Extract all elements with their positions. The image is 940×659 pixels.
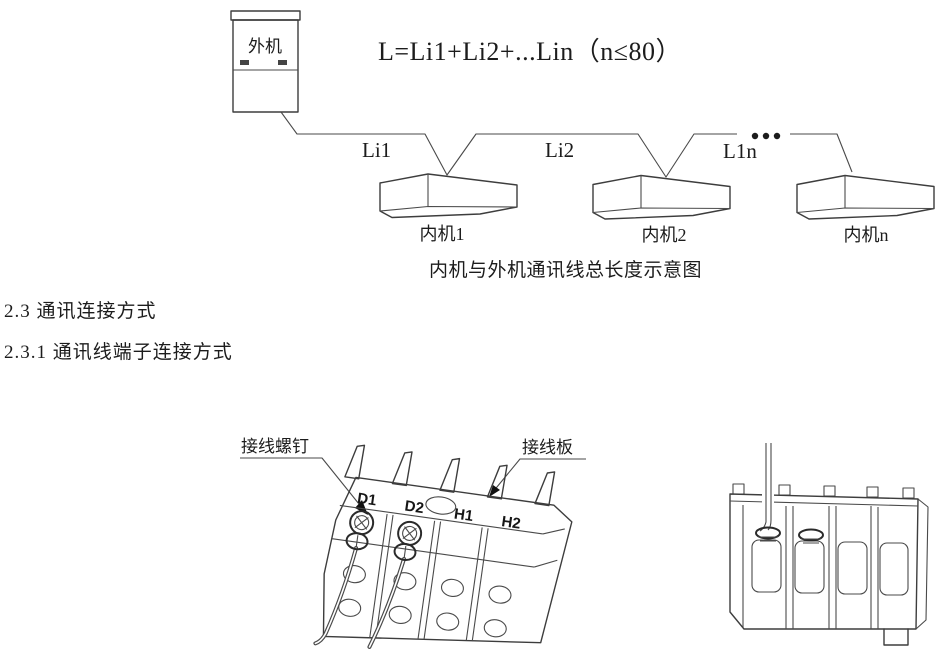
segment-label-li2: Li2: [545, 138, 574, 162]
divider-fins: [344, 444, 556, 507]
total-length-formula: L=Li1+Li2+...Lin（n≤80）: [378, 37, 682, 66]
section-heading: 2.3 通讯连接方式: [4, 301, 157, 322]
screw-callout-label: 接线螺钉: [241, 437, 309, 456]
incoming-wire: [759, 443, 774, 532]
terminal-holes: [338, 565, 512, 638]
wiring-screws: [345, 510, 423, 562]
indoor-unit-n-drawing: [796, 174, 935, 220]
vent-slot: [240, 60, 249, 65]
indoor-unit-2-label: 内机2: [642, 225, 687, 245]
wiring-screws: [755, 526, 824, 544]
terminal-label-d2: D2: [404, 498, 425, 518]
board-callout-leader: [489, 458, 586, 497]
indoor-unit-2-drawing: [592, 174, 731, 220]
arrowhead-icon: [489, 485, 500, 497]
segment-label-l1n: L1n: [723, 139, 757, 163]
communication-wire: [280, 111, 853, 178]
terminal-block-iso-drawing: D1 D2 H1 H2: [313, 444, 573, 649]
segment-label-li1: Li1: [362, 138, 391, 162]
mounting-foot: [883, 628, 909, 646]
partition-walls: [369, 514, 489, 642]
figure-caption: 内机与外机通讯线总长度示意图: [429, 260, 703, 281]
divider-tabs: [732, 483, 915, 499]
outdoor-unit-label: 外机: [248, 37, 282, 56]
terminal-label-d1: D1: [356, 490, 377, 510]
terminal-label-h2: H2: [500, 513, 521, 533]
board-callout-label: 接线板: [522, 438, 573, 457]
outdoor-unit-drawing: 外机: [230, 10, 301, 113]
subsection-heading: 2.3.1 通讯线端子连接方式: [4, 342, 233, 363]
terminal-cavities: [751, 539, 909, 596]
vent-slot: [278, 60, 287, 65]
partition-walls: [785, 506, 879, 629]
terminal-label-h1: H1: [453, 506, 474, 526]
connected-wires: [313, 546, 407, 649]
indoor-unit-1-label: 内机1: [420, 224, 465, 244]
terminal-block-side-drawing: [729, 443, 929, 646]
ellipsis-dots: [751, 132, 781, 140]
indoor-unit-n-label: 内机n: [844, 225, 889, 245]
indoor-unit-1-drawing: [379, 173, 518, 219]
